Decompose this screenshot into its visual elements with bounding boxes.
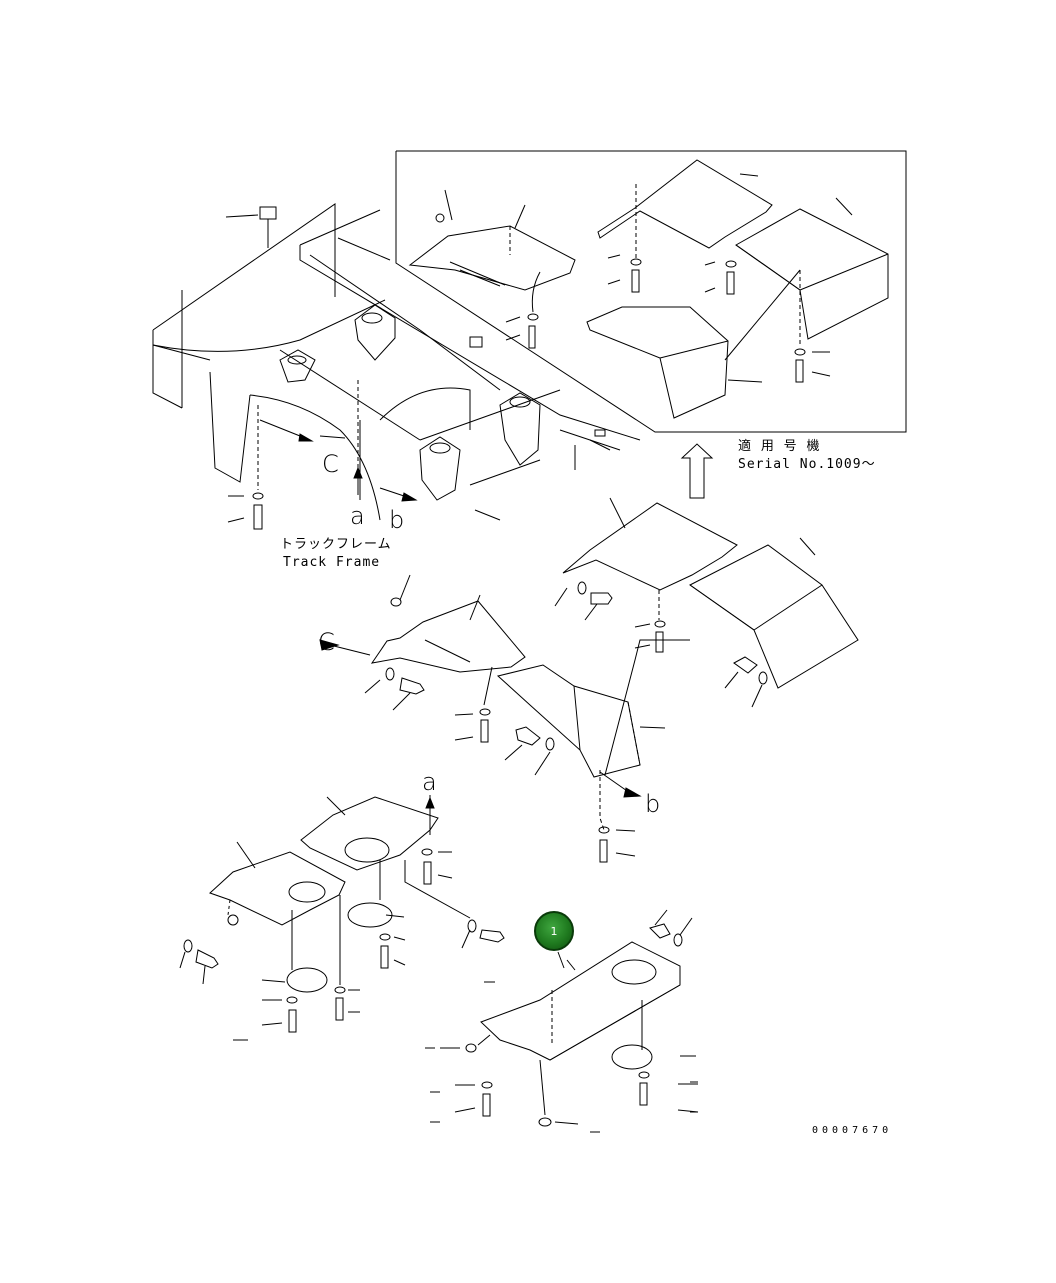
drawing-code: 00007670 [812,1125,893,1136]
serial-label-jp: 適 用 号 機 [738,439,821,454]
track-frame-assembly [152,203,641,530]
view-marker-a-top: a [350,502,365,530]
middle-assembly [319,497,859,863]
lower-assembly [179,795,699,1133]
view-marker-b-top: b [389,506,405,534]
track-frame-label-en: Track Frame [283,555,381,570]
serial-label-en: Serial No.1009～ [738,457,876,472]
view-marker-a-lower: a [422,768,437,796]
view-marker-c-top: C [322,450,339,478]
track-frame-label-jp: トラックフレーム [280,537,392,552]
view-marker-b-lower: b [645,790,661,818]
up-arrow [680,443,714,499]
serial-inset-box [395,150,907,433]
view-marker-c-middle: C [318,628,335,656]
part-callout-1[interactable]: 1 [534,911,574,951]
